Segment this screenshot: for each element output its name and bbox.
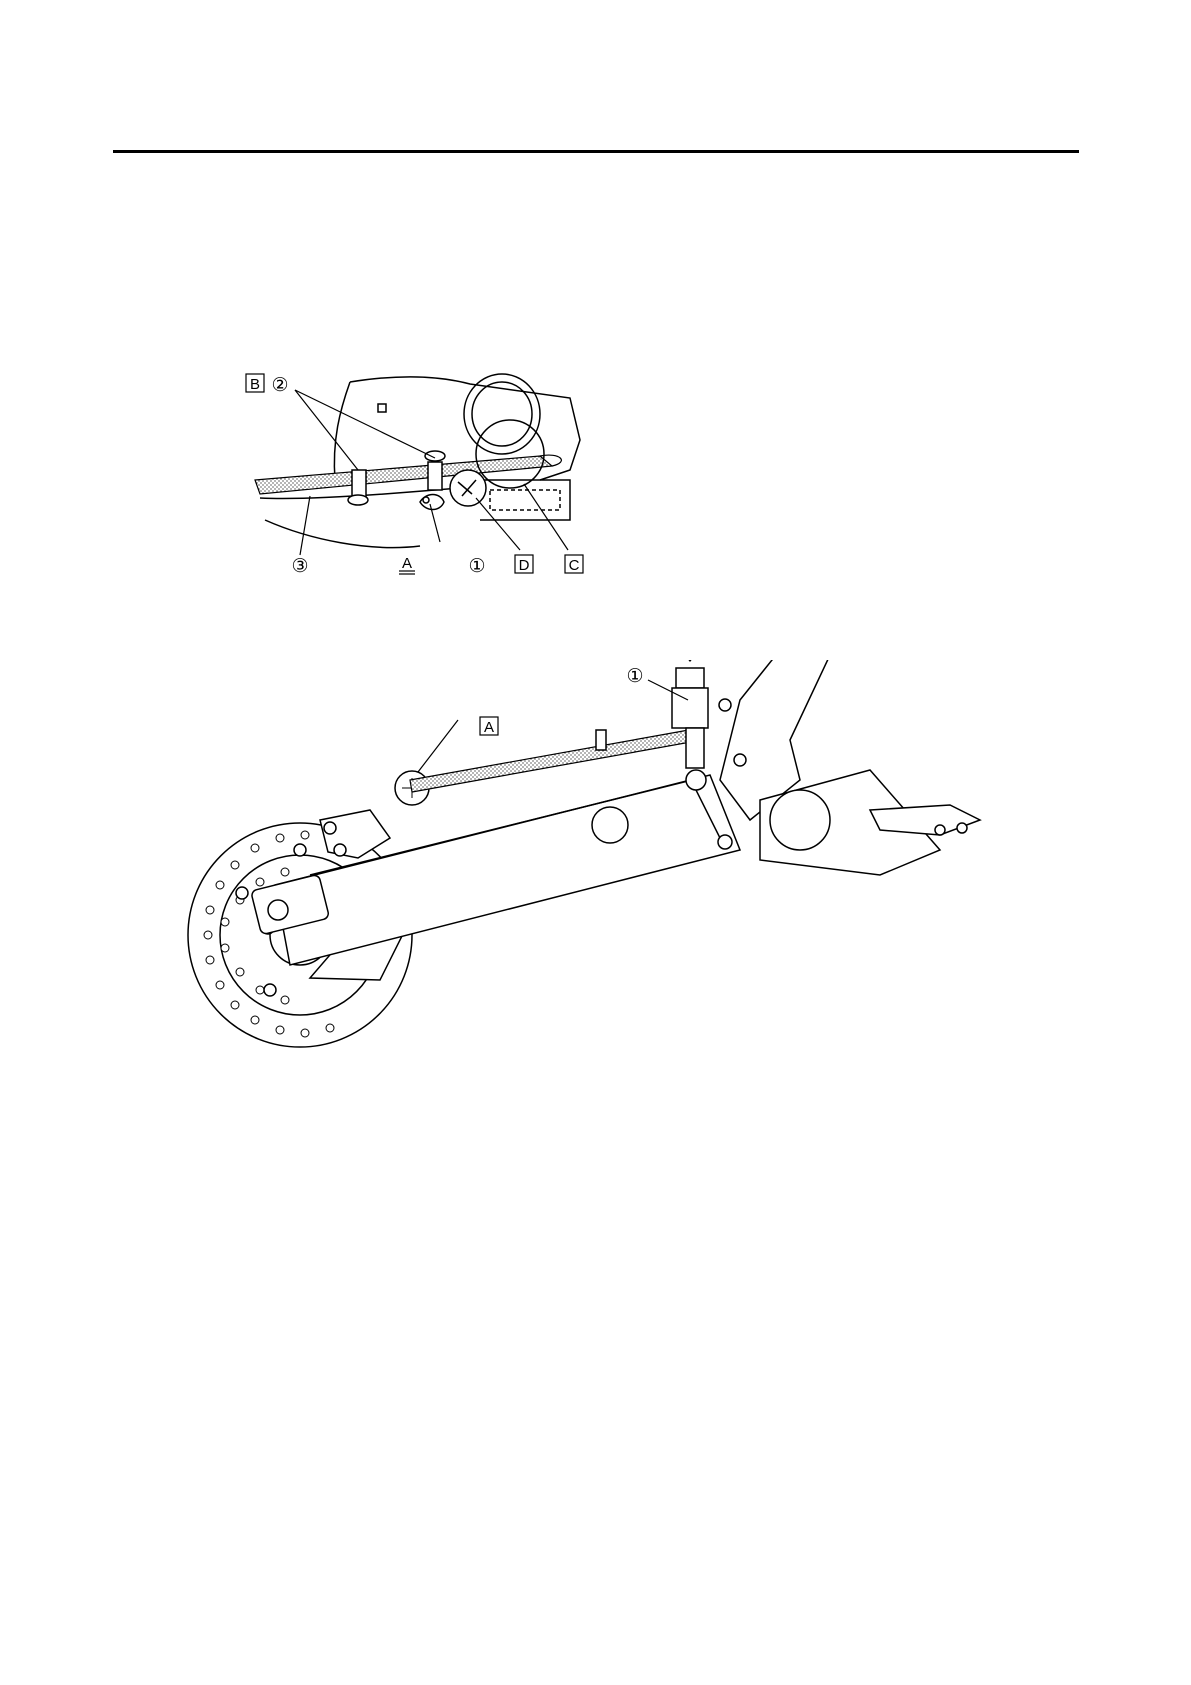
label-a-underlined: A <box>399 555 415 574</box>
swingarm <box>251 775 740 965</box>
label-b-box: B <box>246 374 264 393</box>
label-a-box: A <box>480 717 498 736</box>
detail-illustration: B ② ③ A ① D C <box>240 370 620 600</box>
label-num-2: ② <box>271 375 288 396</box>
frame-footrest <box>719 660 980 875</box>
header-rule <box>113 150 1079 153</box>
pipe-opening <box>464 374 540 454</box>
label-num-1: ① <box>468 556 485 577</box>
label-c-box: C <box>565 555 583 574</box>
rear-brake-swingarm-illustration: A ① A <box>180 660 1080 1060</box>
label-d-box: D <box>515 555 533 574</box>
hose-clamp <box>596 730 606 750</box>
label-num-3: ③ <box>291 556 308 577</box>
detail-circle-c <box>476 420 544 488</box>
brake-hose-routing-detail: B ② ③ A ① D C <box>240 370 620 600</box>
svg-text:D: D <box>519 557 530 574</box>
rear-brake-hose <box>410 728 702 792</box>
label-num-1: ① <box>626 666 643 687</box>
svg-text:A: A <box>402 555 412 572</box>
main-illustration: A ① A <box>180 660 1080 1060</box>
view-arrow <box>682 660 698 662</box>
svg-text:B: B <box>250 376 260 393</box>
svg-text:C: C <box>569 557 580 574</box>
svg-text:A: A <box>484 719 494 736</box>
